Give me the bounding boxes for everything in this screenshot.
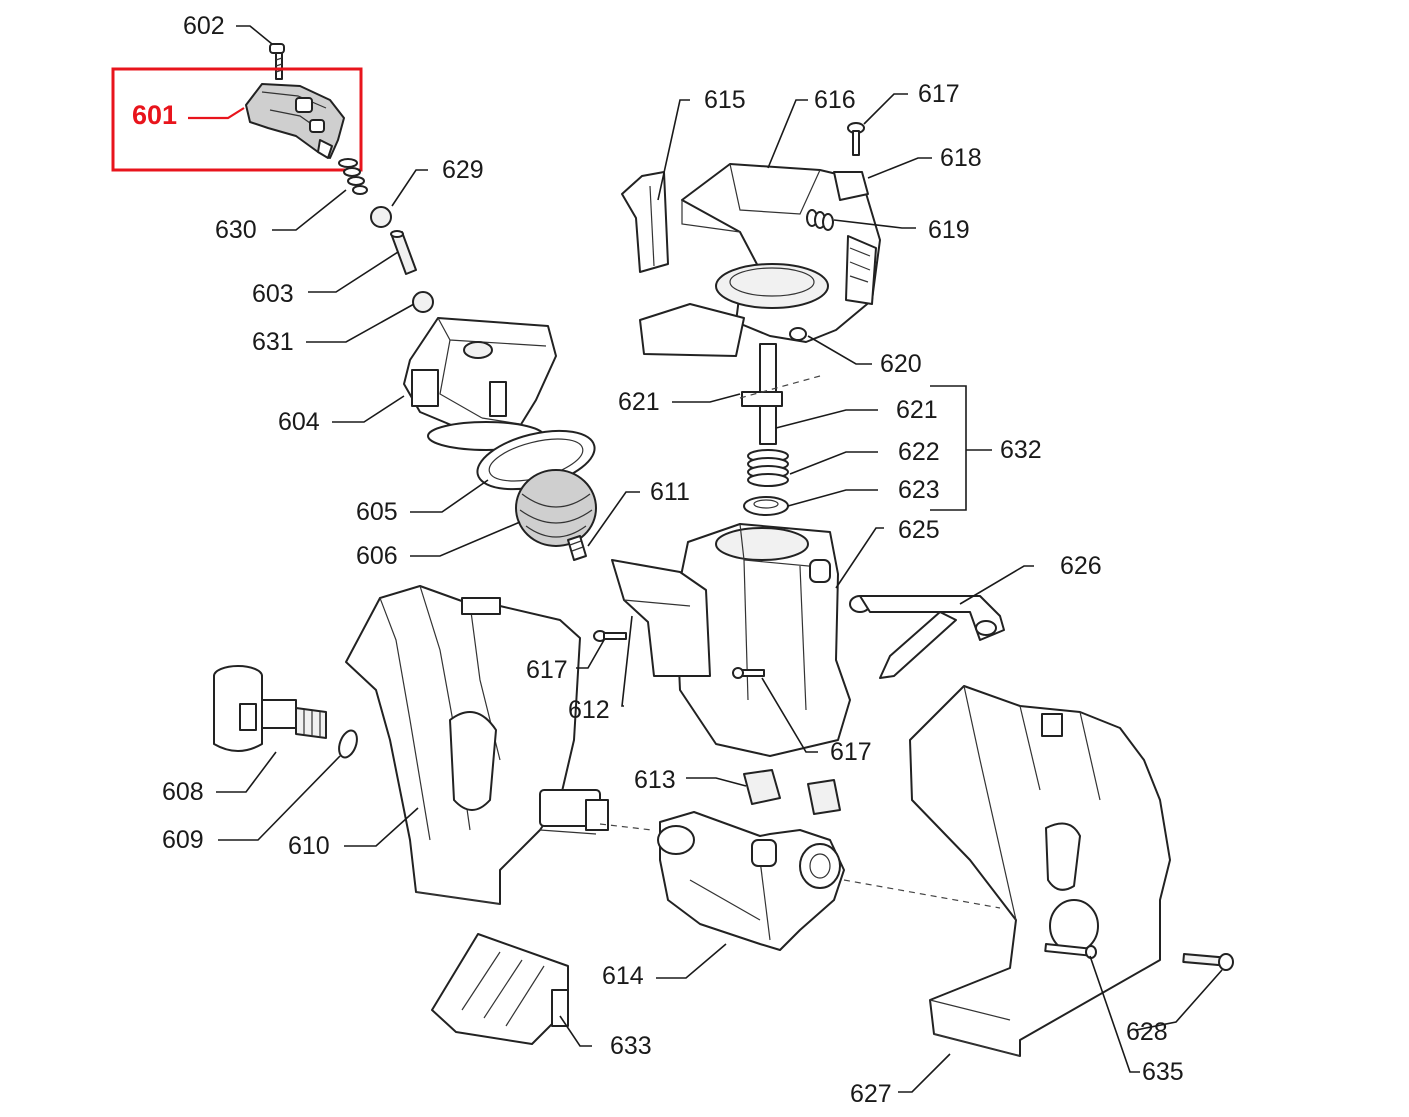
label-613: 613 [634, 766, 676, 794]
part-611-screw [567, 535, 587, 561]
part-628-screw [1182, 953, 1234, 971]
callout-labels: 602 601 629 630 603 631 604 605 606 608 … [132, 12, 1184, 1108]
label-610: 610 [288, 832, 330, 860]
label-612: 612 [568, 696, 610, 724]
part-635-pin [1044, 942, 1097, 959]
label-615: 615 [704, 86, 746, 114]
part-613-cam-left [743, 769, 781, 805]
part-619-spring [806, 209, 834, 231]
part-604-piston-head [403, 317, 557, 451]
part-603-pin [390, 230, 417, 275]
part-610-left-frame [345, 585, 609, 905]
part-602-screw [269, 43, 285, 80]
label-606: 606 [356, 542, 398, 570]
part-630-spring [338, 158, 368, 195]
part-601-valve-housing [245, 83, 345, 159]
part-633-cover [431, 933, 569, 1045]
label-621-right: 621 [896, 396, 938, 424]
label-630: 630 [215, 216, 257, 244]
part-616-funnel-assembly [639, 163, 881, 357]
label-609: 609 [162, 826, 204, 854]
part-614-drive-frame [657, 811, 845, 951]
part-615-guide [621, 171, 669, 273]
label-604: 604 [278, 408, 320, 436]
leader-lines [188, 25, 1223, 1093]
label-616: 616 [814, 86, 856, 114]
part-613-cam-right [807, 779, 841, 815]
part-617-screw-top [847, 122, 865, 156]
label-629: 629 [442, 156, 484, 184]
label-603: 603 [252, 280, 294, 308]
label-622: 622 [898, 438, 940, 466]
label-617-top: 617 [918, 80, 960, 108]
label-635: 635 [1142, 1058, 1184, 1086]
label-633: 633 [610, 1032, 652, 1060]
label-617-low: 617 [830, 738, 872, 766]
part-606-filter-screen [515, 469, 597, 547]
part-629-ball [370, 206, 392, 228]
part-622-spring [747, 449, 789, 487]
part-620-shaft [741, 327, 807, 445]
label-627: 627 [850, 1080, 892, 1108]
part-627-right-frame [909, 685, 1171, 1057]
part-623-washer [743, 496, 789, 516]
label-614: 614 [602, 962, 644, 990]
label-617-mid: 617 [526, 656, 568, 684]
label-628: 628 [1126, 1018, 1168, 1046]
label-602: 602 [183, 12, 225, 40]
part-608-valve [213, 665, 327, 752]
part-631-ball [412, 291, 434, 313]
part-612-bracket-plate [611, 559, 711, 677]
part-617-screw-low [732, 667, 765, 679]
part-617-screw-mid [593, 630, 627, 642]
part-601-highlight-box [111, 67, 363, 172]
label-619: 619 [928, 216, 970, 244]
assembly-axis-lines [599, 375, 1001, 909]
label-611: 611 [650, 478, 690, 506]
part-626-lever [849, 595, 1005, 679]
label-601: 601 [132, 100, 177, 130]
label-625: 625 [898, 516, 940, 544]
label-631: 631 [252, 328, 294, 356]
label-626: 626 [1060, 552, 1102, 580]
label-620: 620 [880, 350, 922, 378]
label-632: 632 [1000, 436, 1042, 464]
label-608: 608 [162, 778, 204, 806]
part-609-o-ring [338, 729, 358, 759]
label-618: 618 [940, 144, 982, 172]
label-621-left: 621 [618, 388, 660, 416]
label-605: 605 [356, 498, 398, 526]
label-623: 623 [898, 476, 940, 504]
